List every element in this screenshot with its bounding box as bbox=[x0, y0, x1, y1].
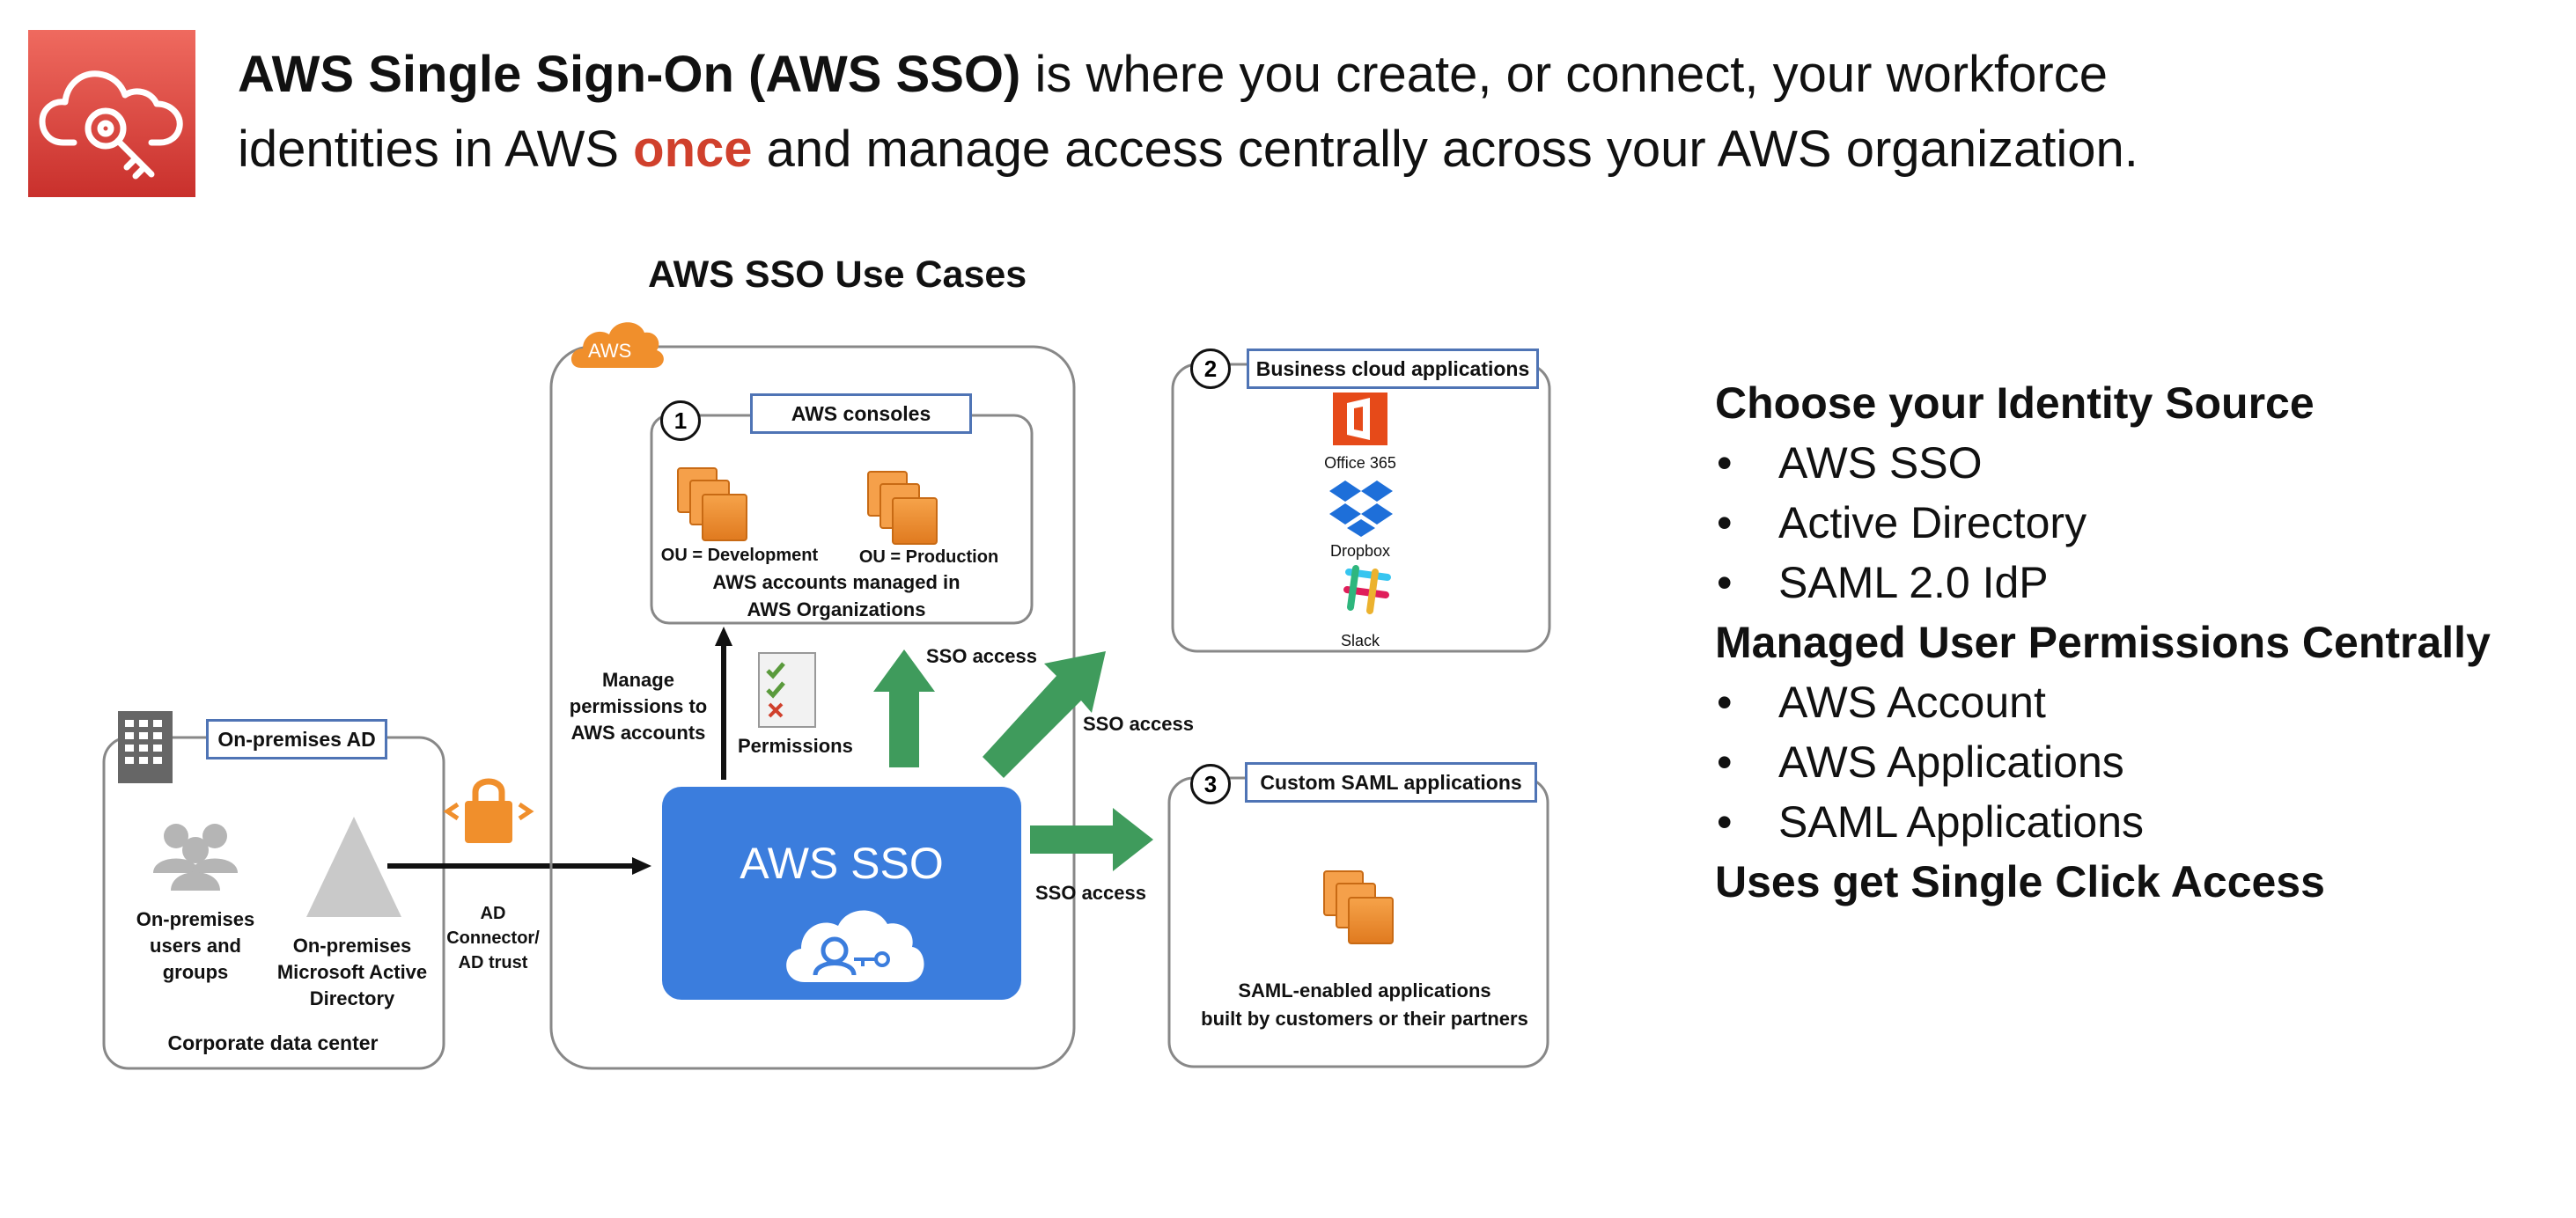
ou-production-label: OU = Production bbox=[858, 547, 999, 567]
header-line-2-end: and manage access centrally across your … bbox=[752, 121, 2138, 178]
header-line-2: identities in AWS once and manage access… bbox=[238, 112, 2439, 187]
bullet: • bbox=[1717, 678, 1733, 727]
identity-source-aws-sso: AWS SSO bbox=[1778, 438, 1983, 488]
use-case-number-3: 3 bbox=[1190, 764, 1231, 804]
header-line-2-start: identities in AWS bbox=[238, 121, 634, 178]
identity-source-saml-idp: SAML 2.0 IdP bbox=[1778, 558, 2049, 607]
sso-access-arrow-up bbox=[873, 649, 935, 767]
dropbox-label: Dropbox bbox=[1329, 542, 1391, 560]
lock-icon bbox=[443, 778, 534, 843]
permission-aws-applications: AWS Applications bbox=[1778, 737, 2124, 787]
aws-sso-box bbox=[662, 787, 1021, 1000]
permissions-heading: Managed User Permissions Centrally bbox=[1715, 618, 2491, 667]
permissions-checklist-icon bbox=[758, 652, 816, 728]
ou-development-accounts-icon bbox=[677, 467, 747, 541]
emphasis-once: once bbox=[633, 121, 753, 178]
dropbox-icon bbox=[1329, 481, 1393, 537]
slack-label: Slack bbox=[1340, 632, 1380, 649]
on-premises-ad-label: On-premises AD bbox=[206, 719, 387, 759]
service-name: AWS Single Sign-On (AWS SSO) bbox=[238, 46, 1021, 103]
custom-saml-apps-label: Custom SAML applications bbox=[1245, 762, 1537, 803]
permission-aws-account: AWS Account bbox=[1778, 678, 2046, 727]
saml-apps-description: SAML-enabled applications built by custo… bbox=[1201, 980, 1528, 1030]
list-item: • Active Directory bbox=[1715, 493, 2560, 553]
ad-connector-label: AD Connector/ AD trust bbox=[446, 904, 540, 972]
sso-cloud-key-icon bbox=[786, 910, 924, 982]
business-cloud-apps-label: Business cloud applications bbox=[1247, 349, 1539, 389]
office-365-icon bbox=[1333, 393, 1387, 445]
saml-applications-icon bbox=[1323, 870, 1394, 944]
bullet: • bbox=[1717, 498, 1733, 547]
on-premises-users-label: On-premises users and groups bbox=[136, 908, 255, 983]
bullet: • bbox=[1717, 797, 1733, 847]
corporate-data-center-label: Corporate data center bbox=[167, 1031, 379, 1054]
on-premises-ad-directory-label: On-premises Microsoft Active Directory bbox=[276, 935, 428, 1009]
list-item: • SAML Applications bbox=[1715, 792, 2560, 852]
active-directory-icon bbox=[306, 817, 401, 917]
permission-saml-applications: SAML Applications bbox=[1778, 797, 2145, 847]
aws-accounts-managed-label: AWS accounts managed in AWS Organization… bbox=[712, 571, 960, 620]
header-description: AWS Single Sign-On (AWS SSO) is where yo… bbox=[238, 37, 2439, 187]
users-group-icon bbox=[153, 824, 238, 891]
sso-access-label-1: SSO access bbox=[926, 645, 1037, 667]
bullet: • bbox=[1717, 558, 1733, 607]
bullet: • bbox=[1717, 438, 1733, 488]
use-case-number-2: 2 bbox=[1190, 349, 1231, 389]
identity-feature-list: Choose your Identity Source • AWS SSO • Ac… bbox=[1715, 373, 2560, 912]
aws-badge-icon bbox=[570, 322, 664, 368]
ou-production-accounts-icon bbox=[867, 471, 938, 545]
list-item: • AWS SSO bbox=[1715, 433, 2560, 493]
manage-permissions-label: Manage permissions to AWS accounts bbox=[569, 669, 708, 744]
aws-sso-service-icon bbox=[28, 30, 195, 197]
sso-access-arrow-right bbox=[1030, 808, 1153, 871]
sso-access-arrow-diagonal bbox=[983, 651, 1106, 778]
diagram-title: AWS SSO Use Cases bbox=[648, 253, 1027, 296]
list-item: • SAML 2.0 IdP bbox=[1715, 553, 2560, 613]
list-item: • AWS Account bbox=[1715, 672, 2560, 732]
bullet: • bbox=[1717, 737, 1733, 787]
sso-access-label-3: SSO access bbox=[1035, 882, 1146, 904]
header-line-1-rest: is where you create, or connect, your wo… bbox=[1020, 46, 2108, 103]
single-click-heading: Uses get Single Click Access bbox=[1715, 857, 2325, 906]
slack-icon bbox=[1343, 565, 1391, 614]
aws-consoles-label: AWS consoles bbox=[750, 393, 972, 434]
header-line-1: AWS Single Sign-On (AWS SSO) is where yo… bbox=[238, 37, 2439, 112]
identity-source-heading: Choose your Identity Source bbox=[1715, 378, 2315, 428]
building-icon bbox=[118, 711, 173, 783]
aws-sso-box-label: AWS SSO bbox=[740, 839, 944, 888]
sso-access-label-2: SSO access bbox=[1083, 713, 1194, 735]
cloud-key-icon bbox=[39, 70, 183, 180]
identity-source-active-directory: Active Directory bbox=[1778, 498, 2087, 547]
office-365-label: Office 365 bbox=[1324, 454, 1396, 472]
use-case-number-1: 1 bbox=[660, 400, 701, 441]
aws-badge-label: AWS bbox=[588, 340, 632, 362]
ou-development-label: OU = Development bbox=[660, 546, 819, 565]
permissions-label: Permissions bbox=[738, 735, 853, 757]
list-item: • AWS Applications bbox=[1715, 732, 2560, 792]
